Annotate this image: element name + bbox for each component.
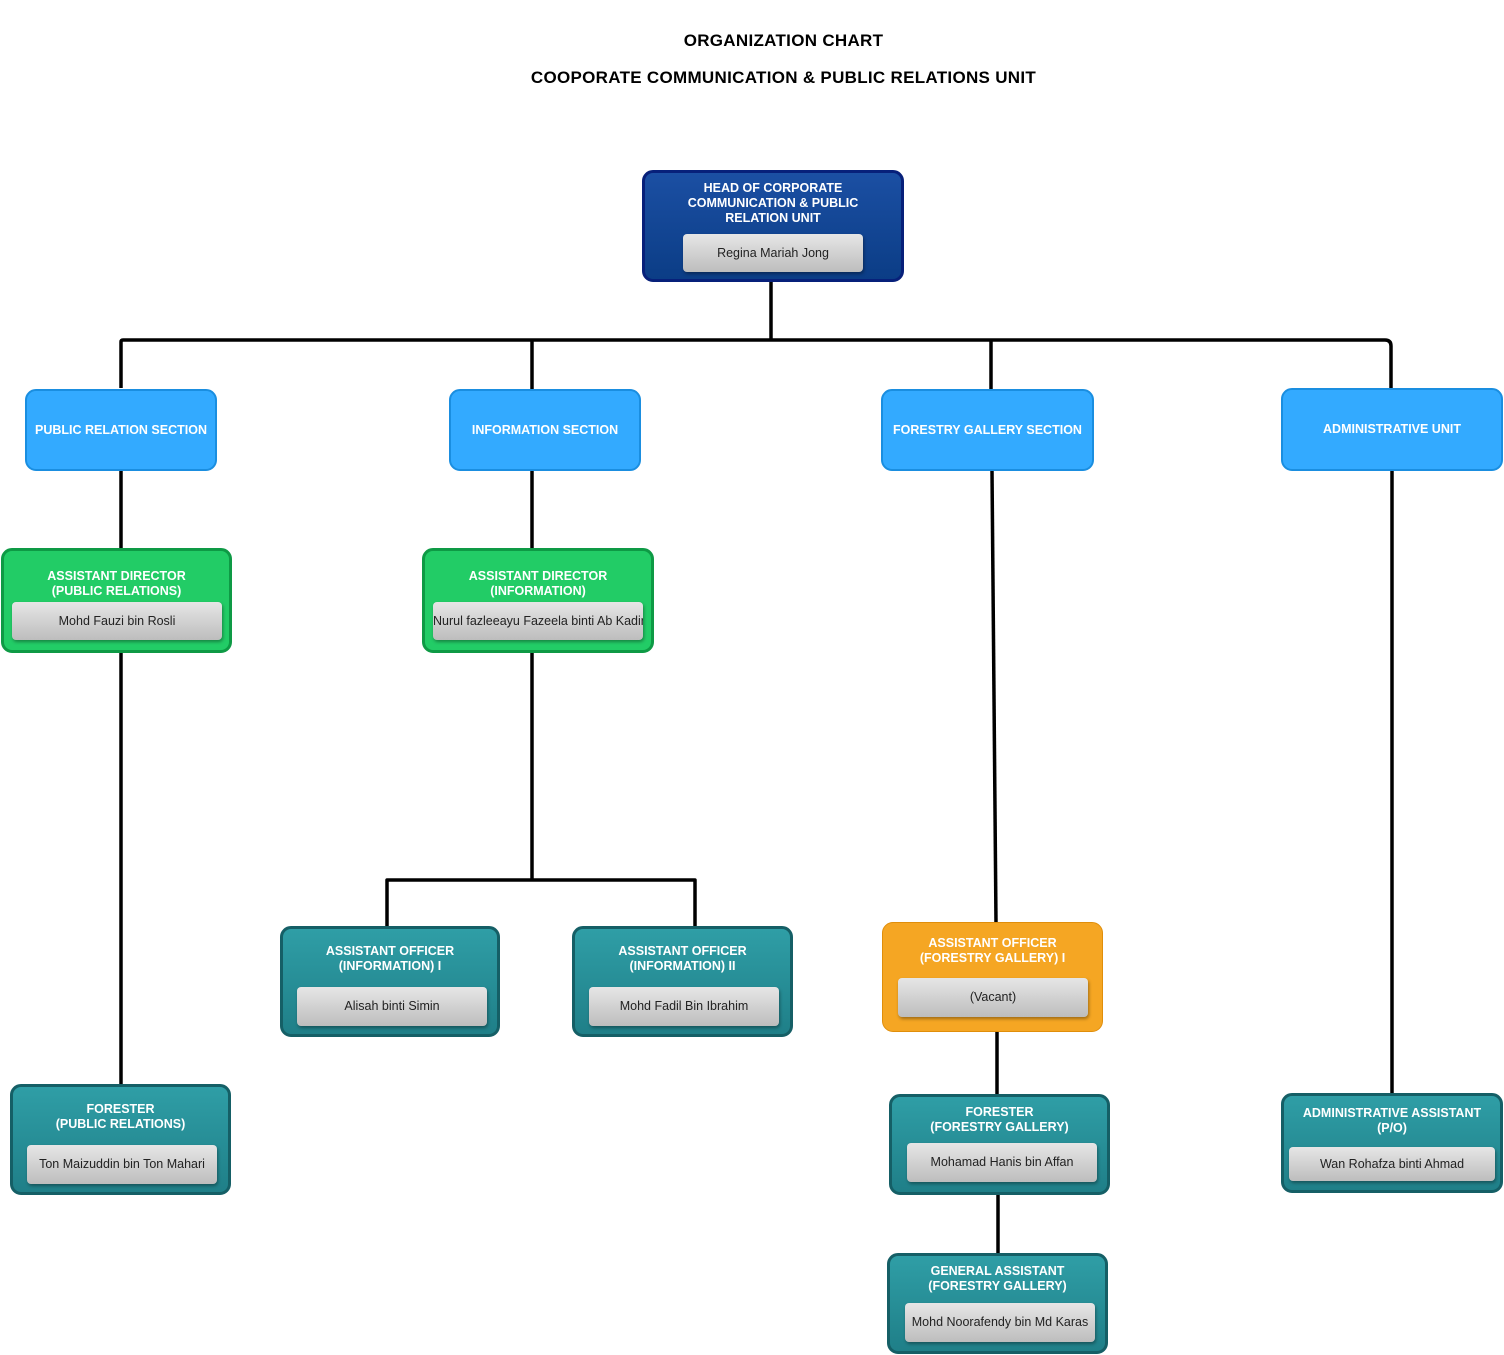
assistant-officer-info-1-name: Alisah binti Simin xyxy=(297,987,487,1026)
assistant-officer-gallery-name: (Vacant) xyxy=(898,978,1088,1017)
assistant-officer-info-1-role: ASSISTANT OFFICER (INFORMATION) I xyxy=(325,944,455,973)
head-node: HEAD OF CORPORATE COMMUNICATION & PUBLIC… xyxy=(642,170,904,282)
administrative-assistant-role: ADMINISTRATIVE ASSISTANT (P/O) xyxy=(1302,1106,1482,1135)
general-assistant-name: Mohd Noorafendy bin Md Karas xyxy=(905,1303,1095,1342)
forester-pr-name: Ton Maizuddin bin Ton Mahari xyxy=(27,1145,217,1184)
chart-subtitle: COOPORATE COMMUNICATION & PUBLIC RELATIO… xyxy=(530,68,1037,87)
assistant-director-pr-role: ASSISTANT DIRECTOR (PUBLIC RELATIONS) xyxy=(47,569,186,598)
forester-gallery-role: FORESTER (FORESTRY GALLERY) xyxy=(930,1105,1069,1134)
general-assistant-node: GENERAL ASSISTANT (FORESTRY GALLERY) Moh… xyxy=(887,1253,1108,1354)
assistant-director-pr-node: ASSISTANT DIRECTOR (PUBLIC RELATIONS) Mo… xyxy=(1,548,232,653)
assistant-director-info-name: Nurul fazleeayu Fazeela binti Ab Kadir xyxy=(433,602,643,640)
connector-info-officer-bus xyxy=(385,878,697,926)
information-section-label: INFORMATION SECTION xyxy=(471,422,619,437)
assistant-officer-gallery-role: ASSISTANT OFFICER (FORESTRY GALLERY) I xyxy=(919,936,1066,965)
assistant-officer-info-2-name: Mohd Fadil Bin Ibrahim xyxy=(589,987,779,1026)
public-relation-section-label: PUBLIC RELATION SECTION xyxy=(35,422,207,437)
administrative-unit-label: ADMINISTRATIVE UNIT xyxy=(1323,422,1461,436)
assistant-director-pr-name: Mohd Fauzi bin Rosli xyxy=(12,602,222,640)
assistant-officer-gallery-node: ASSISTANT OFFICER (FORESTRY GALLERY) I (… xyxy=(882,922,1103,1032)
chart-title: ORGANIZATION CHART xyxy=(683,31,884,50)
forestry-gallery-section-label: FORESTRY GALLERY SECTION xyxy=(893,422,1082,437)
assistant-officer-info-2-node: ASSISTANT OFFICER (INFORMATION) II Mohd … xyxy=(572,926,793,1037)
assistant-officer-info-1-node: ASSISTANT OFFICER (INFORMATION) I Alisah… xyxy=(280,926,500,1037)
forester-gallery-node: FORESTER (FORESTRY GALLERY) Mohamad Hani… xyxy=(889,1094,1110,1195)
administrative-unit-node: ADMINISTRATIVE UNIT xyxy=(1281,388,1503,471)
public-relation-section-node: PUBLIC RELATION SECTION xyxy=(25,389,217,471)
head-name: Regina Mariah Jong xyxy=(683,234,863,272)
head-role: HEAD OF CORPORATE COMMUNICATION & PUBLIC… xyxy=(687,181,859,225)
forester-pr-role: FORESTER (PUBLIC RELATIONS) xyxy=(55,1102,186,1131)
administrative-assistant-name: Wan Rohafza binti Ahmad xyxy=(1289,1147,1495,1181)
assistant-director-info-node: ASSISTANT DIRECTOR (INFORMATION) Nurul f… xyxy=(422,548,654,653)
assistant-director-info-role: ASSISTANT DIRECTOR (INFORMATION) xyxy=(468,569,608,598)
assistant-officer-info-2-role: ASSISTANT OFFICER (INFORMATION) II xyxy=(618,944,747,973)
connector-gallery-to-officer xyxy=(990,470,998,924)
forestry-gallery-section-node: FORESTRY GALLERY SECTION xyxy=(881,389,1094,471)
connector-section-bus xyxy=(119,338,1393,388)
forester-pr-node: FORESTER (PUBLIC RELATIONS) Ton Maizuddi… xyxy=(10,1084,231,1195)
administrative-assistant-node: ADMINISTRATIVE ASSISTANT (P/O) Wan Rohaf… xyxy=(1281,1093,1503,1193)
forester-gallery-name: Mohamad Hanis bin Affan xyxy=(907,1143,1097,1182)
general-assistant-role: GENERAL ASSISTANT (FORESTRY GALLERY) xyxy=(928,1264,1067,1293)
information-section-node: INFORMATION SECTION xyxy=(449,389,641,471)
